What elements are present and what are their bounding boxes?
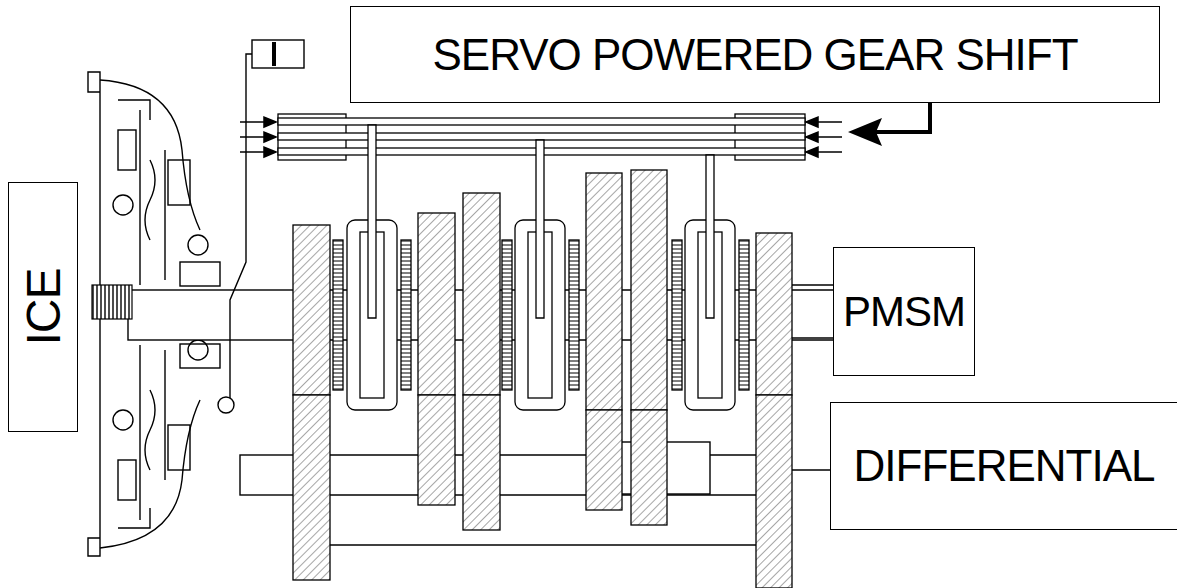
node-label: PMSM	[843, 291, 965, 333]
arrow-shaft	[816, 121, 842, 123]
clutch-actuator	[218, 40, 304, 413]
arrow-head	[806, 147, 818, 157]
gear	[463, 193, 500, 395]
gear	[756, 395, 792, 588]
actuator-piston	[272, 42, 276, 66]
shift-fork	[706, 155, 714, 318]
release-ball	[188, 340, 208, 360]
arrow-shaft	[816, 151, 842, 153]
countershaft	[330, 544, 760, 545]
friction-pad	[118, 130, 136, 170]
sync-teeth	[569, 240, 579, 390]
bearing	[180, 262, 220, 286]
motor-shaft	[792, 337, 834, 338]
differential-box: DIFFERENTIAL	[830, 402, 1177, 530]
shift-rod	[278, 133, 805, 140]
release-ball	[113, 195, 133, 215]
friction-pad	[118, 460, 136, 500]
motor-box: PMSM	[833, 247, 975, 376]
gear	[631, 170, 667, 410]
shift-rod	[278, 118, 805, 125]
gear	[463, 395, 500, 530]
arrow-shaft	[872, 103, 930, 132]
node-label: SERVO POWERED GEAR SHIFT	[432, 33, 1077, 77]
shift-rods	[278, 114, 805, 318]
sync-teeth	[502, 240, 512, 390]
node-label: DIFFERENTIAL	[854, 444, 1155, 488]
gear	[293, 225, 330, 395]
node-label: ICE	[19, 268, 67, 345]
sync-teeth	[333, 240, 343, 390]
arrow-shaft	[816, 136, 842, 138]
arrow-head	[848, 118, 882, 146]
motor-link	[792, 285, 834, 338]
sync-teeth	[739, 240, 749, 390]
sync-teeth	[672, 240, 682, 390]
spline-hub	[92, 285, 132, 319]
arrow-shaft	[240, 136, 266, 138]
input-shaft	[128, 290, 300, 340]
servo-arrow	[848, 103, 930, 146]
rod-arrows	[240, 117, 842, 157]
gear	[418, 213, 455, 395]
friction-pad	[168, 160, 190, 205]
shift-fork	[368, 125, 376, 318]
lever-pivot	[218, 397, 234, 413]
gear	[293, 395, 330, 580]
gear	[586, 173, 622, 410]
arrow-head	[806, 132, 818, 142]
actuator-cylinder	[252, 40, 304, 68]
arrow-head	[264, 147, 276, 157]
release-ball	[113, 410, 133, 430]
gear	[756, 233, 792, 395]
motor-shaft	[792, 284, 834, 285]
sync-teeth	[401, 240, 411, 390]
arrow-head	[264, 132, 276, 142]
arrow-shaft	[240, 151, 266, 153]
arrow-head	[806, 117, 818, 127]
friction-pad	[168, 425, 190, 470]
release-lever	[230, 54, 252, 398]
servo-box: SERVO POWERED GEAR SHIFT	[350, 6, 1160, 103]
bearing	[180, 344, 220, 368]
engine-box: ICE	[8, 182, 78, 432]
shift-fork	[536, 140, 544, 318]
arrow-shaft	[240, 121, 266, 123]
gear	[418, 395, 455, 505]
arrow-head	[264, 117, 276, 127]
release-ball	[188, 235, 208, 255]
gear	[631, 410, 667, 525]
differential-shaft	[792, 469, 831, 470]
gear	[586, 410, 622, 510]
countershaft-stub	[240, 455, 295, 495]
